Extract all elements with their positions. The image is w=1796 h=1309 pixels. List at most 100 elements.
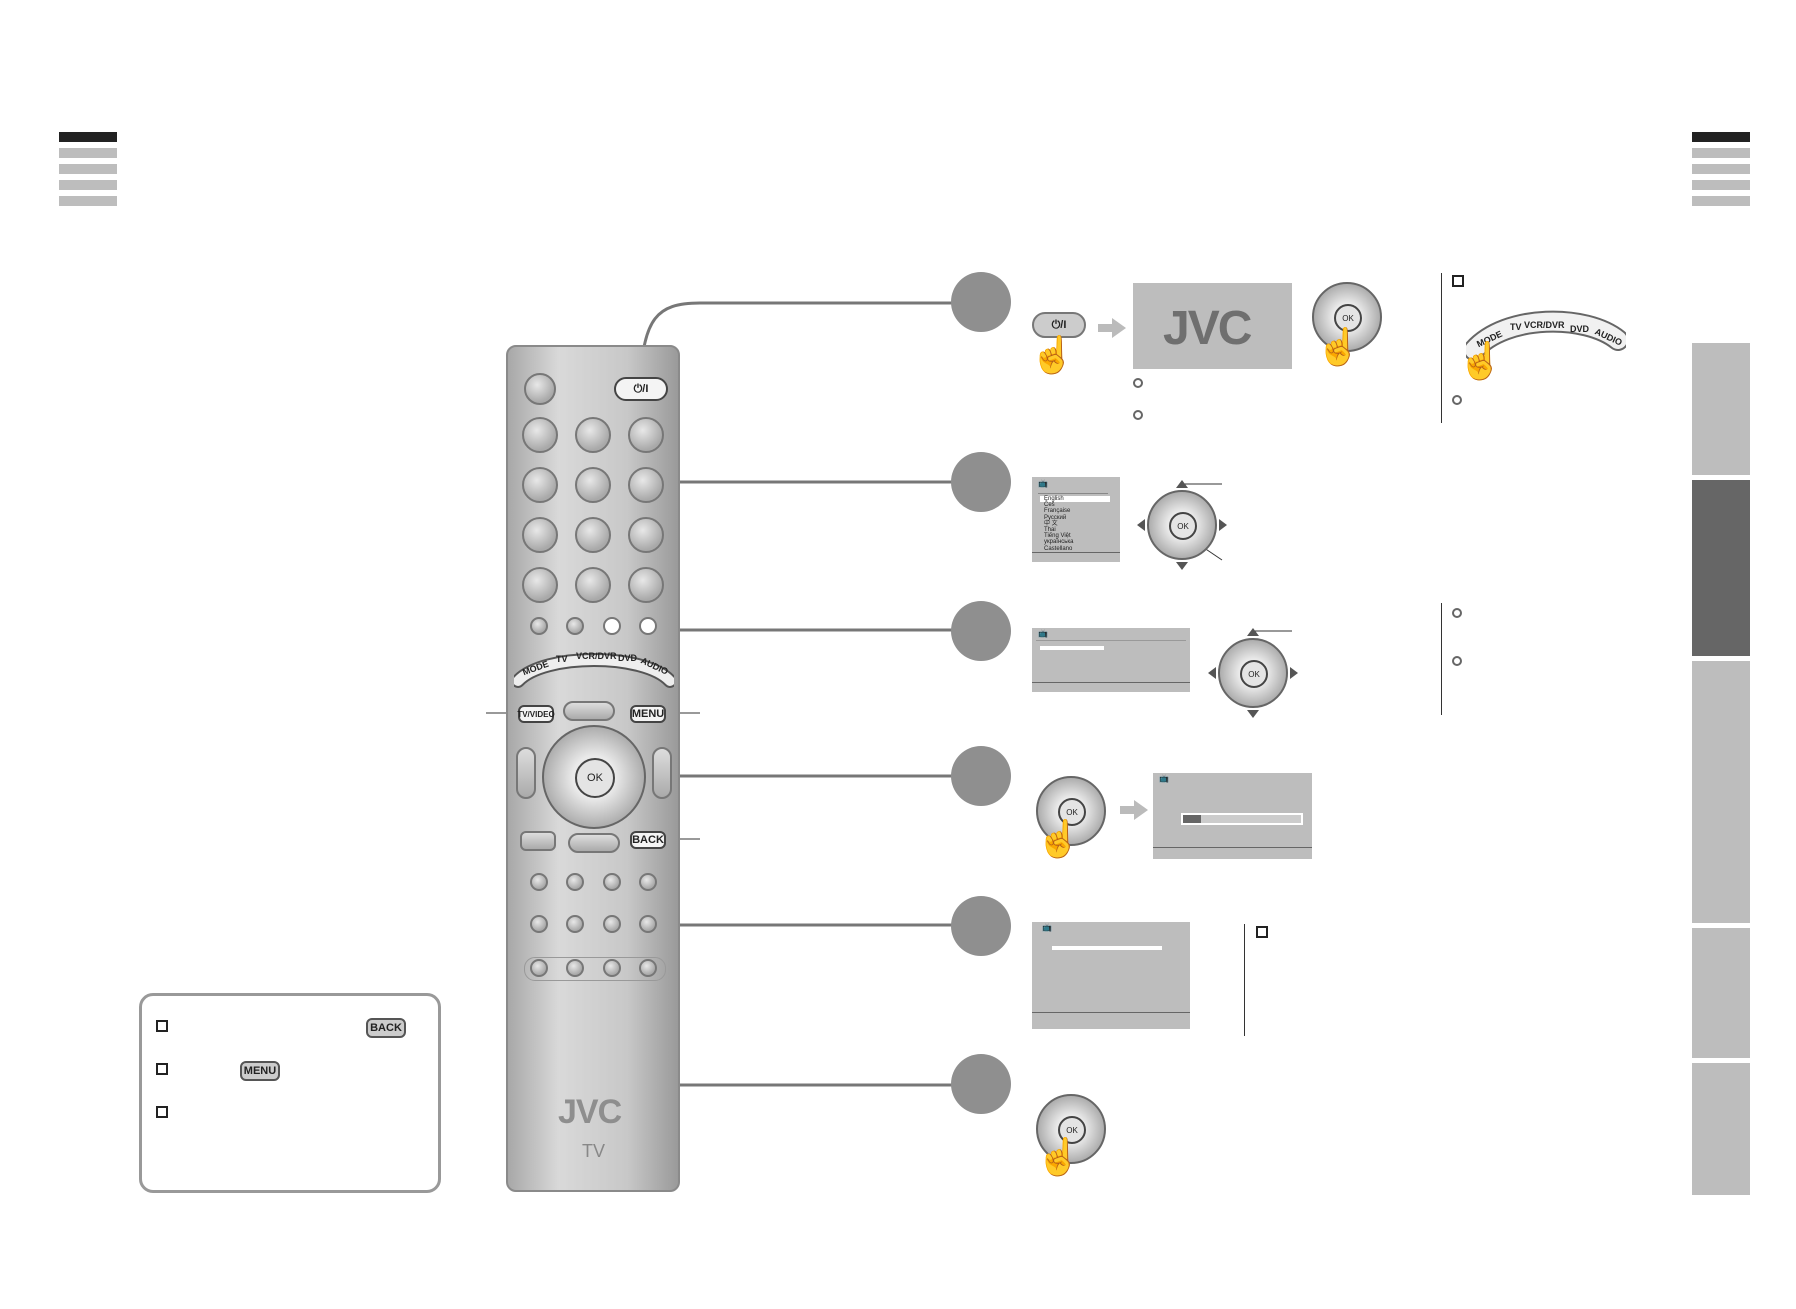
side-tab-5: [1692, 1063, 1750, 1195]
remote-model-label: TV: [582, 1141, 606, 1161]
mode-strip-label: VCR/DVR: [1524, 320, 1565, 330]
progress-bar: [1181, 813, 1303, 825]
step-5-marker: [951, 896, 1011, 956]
mode-strip-illustration: [1466, 310, 1626, 360]
number-button[interactable]: [628, 517, 664, 553]
number-button[interactable]: [522, 417, 558, 453]
step1-ok-button[interactable]: OK: [1334, 304, 1362, 332]
mode-selector-strip: [514, 653, 674, 688]
tv-icon: 📺: [1042, 923, 1052, 932]
top-arc-button[interactable]: [563, 701, 615, 721]
step3-ok-button[interactable]: OK: [1240, 660, 1268, 688]
number-button[interactable]: [628, 417, 664, 453]
number-button[interactable]: [522, 467, 558, 503]
note-square-icon: [156, 1020, 168, 1032]
tv-icon: 📺: [1038, 629, 1048, 638]
vcr-dvr-mode-label[interactable]: VCR/DVR: [576, 651, 617, 661]
jvc-splash-screen: JVC: [1133, 283, 1292, 369]
lower-left-button[interactable]: [520, 831, 556, 851]
step-2-marker: [951, 452, 1011, 512]
left-arc-button[interactable]: [516, 747, 536, 799]
small-button[interactable]: [603, 915, 621, 933]
hand-pointer-icon: ☝: [1030, 334, 1075, 375]
menu-button[interactable]: MENU: [630, 705, 666, 723]
note-divider: [1244, 924, 1245, 1036]
small-button[interactable]: [530, 915, 548, 933]
language-option[interactable]: Castellano: [1044, 545, 1073, 552]
tv-mode-label[interactable]: TV: [556, 654, 568, 664]
small-button[interactable]: [566, 617, 584, 635]
small-button[interactable]: [639, 617, 657, 635]
number-button[interactable]: [575, 467, 611, 503]
language-option[interactable]: Pусский: [1044, 514, 1067, 521]
remote-brand-logo: JVC: [558, 1093, 622, 1131]
arrow-right-icon: [1098, 318, 1126, 338]
hand-pointer-icon: ☝: [1036, 1136, 1081, 1177]
color-button[interactable]: [566, 959, 584, 977]
small-button[interactable]: [530, 617, 548, 635]
color-button[interactable]: [639, 959, 657, 977]
menu-footer-line: [1153, 847, 1312, 848]
language-option[interactable]: Tiếng Việt: [1044, 533, 1071, 540]
step6-dpad[interactable]: OK: [1036, 1094, 1106, 1164]
number-button[interactable]: [575, 517, 611, 553]
bullet-icon: [1452, 656, 1462, 666]
remote-power-button[interactable]: ⏻/I: [614, 377, 668, 401]
language-option[interactable]: українська: [1044, 539, 1074, 546]
step1-dpad[interactable]: OK: [1312, 282, 1382, 352]
tv-video-button[interactable]: TV/VIDEO: [517, 705, 555, 723]
color-button[interactable]: [603, 959, 621, 977]
small-button[interactable]: [566, 873, 584, 891]
menu-header-line: [1036, 640, 1186, 641]
right-header-bars: [1692, 132, 1750, 212]
number-button[interactable]: [628, 567, 664, 603]
small-button[interactable]: [603, 873, 621, 891]
number-button[interactable]: [522, 567, 558, 603]
step4-ok-button[interactable]: OK: [1058, 798, 1086, 826]
bullet-icon: [1133, 410, 1143, 420]
side-tab-1: [1692, 343, 1750, 475]
tv-icon: 📺: [1038, 479, 1048, 488]
language-option[interactable]: Française: [1044, 508, 1071, 515]
remote-ok-button[interactable]: OK: [575, 758, 615, 798]
small-button[interactable]: [530, 873, 548, 891]
number-button[interactable]: [575, 417, 611, 453]
menu-footer-line: [1032, 552, 1120, 553]
color-button[interactable]: [530, 959, 548, 977]
mode-strip-label: DVD: [1570, 324, 1590, 334]
color-button-strip: [524, 957, 666, 981]
notes-box: BACK MENU: [139, 993, 441, 1193]
language-option[interactable]: Thai: [1044, 527, 1056, 534]
back-button[interactable]: BACK: [630, 831, 666, 849]
step1-power-button[interactable]: ⏻/I: [1032, 312, 1086, 338]
number-button[interactable]: [575, 567, 611, 603]
remote-round-button[interactable]: [524, 373, 556, 405]
small-button[interactable]: [639, 873, 657, 891]
small-button[interactable]: [639, 915, 657, 933]
small-button[interactable]: [603, 617, 621, 635]
bullet-icon: [1133, 378, 1143, 388]
selected-item-bar: [1052, 946, 1162, 950]
step2-ok-button[interactable]: OK: [1169, 512, 1197, 540]
language-option[interactable]: 中 文: [1044, 520, 1058, 527]
channel-list-screen: 📺: [1032, 922, 1190, 1029]
bottom-arc-button[interactable]: [568, 833, 620, 853]
number-button[interactable]: [522, 517, 558, 553]
step6-ok-button[interactable]: OK: [1058, 1116, 1086, 1144]
language-option[interactable]: English: [1044, 496, 1064, 502]
language-option[interactable]: Češ: [1044, 502, 1055, 509]
remote-dpad[interactable]: OK: [542, 725, 646, 829]
notes-menu-button: MENU: [240, 1061, 280, 1081]
step2-dpad[interactable]: OK: [1147, 490, 1217, 560]
menu-header-line: [1038, 493, 1108, 494]
small-button[interactable]: [566, 915, 584, 933]
step-1-marker: [951, 272, 1011, 332]
progress-bar-fill: [1183, 815, 1201, 823]
step4-dpad[interactable]: OK: [1036, 776, 1106, 846]
dvd-mode-label[interactable]: DVD: [618, 653, 638, 663]
hand-pointer-icon: ☝: [1036, 818, 1081, 859]
right-arc-button[interactable]: [652, 747, 672, 799]
number-button[interactable]: [628, 467, 664, 503]
step3-dpad[interactable]: OK: [1218, 638, 1288, 708]
note-square-icon: [1256, 926, 1268, 938]
